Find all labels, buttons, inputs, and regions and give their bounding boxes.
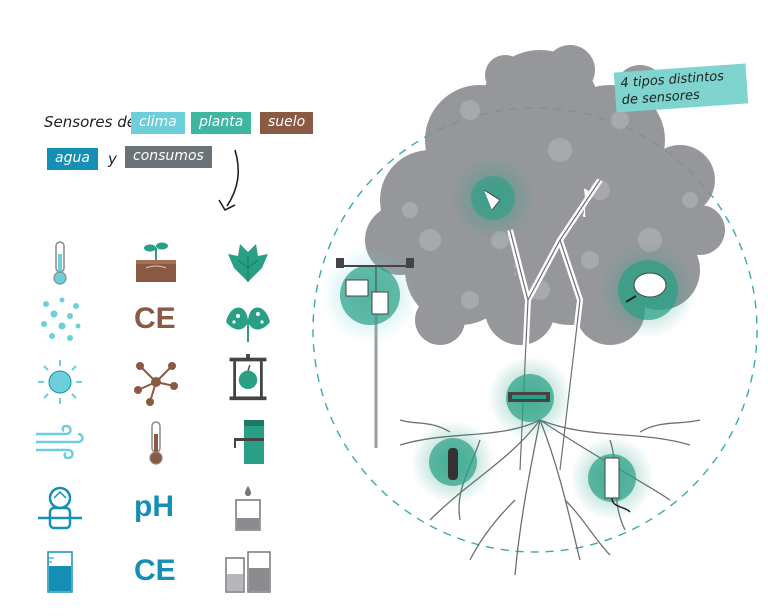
tag-planta: planta — [191, 112, 252, 134]
network-nodes-icon — [128, 358, 184, 406]
beakers-icon — [220, 548, 276, 596]
sun-icon — [32, 358, 88, 406]
legend-prefix: Sensores de — [44, 113, 136, 131]
tag-consumos: consumos — [125, 146, 212, 168]
fruit-press-icon — [220, 354, 276, 402]
tag-clima: clima — [131, 112, 185, 134]
arrow-down-icon — [218, 149, 240, 212]
wind-icon — [32, 418, 88, 466]
thermometer-icon — [32, 238, 88, 286]
ce-text: CE — [134, 554, 176, 587]
legend-connector: y — [108, 150, 117, 168]
ph-text: pH — [134, 490, 174, 523]
sensor-range-circle — [312, 107, 758, 553]
seedling-soil-icon — [128, 238, 184, 286]
tag-suelo: suelo — [260, 112, 314, 134]
stem-sensor-icon — [220, 418, 276, 466]
ce-text: CE — [134, 302, 176, 335]
spotted-leaf-icon — [220, 296, 276, 344]
tree-illustration — [312, 45, 758, 576]
weather-station-icon — [336, 258, 414, 315]
water-tank-icon — [32, 548, 88, 596]
soil-thermometer-icon — [128, 418, 184, 466]
beaker-drop-icon — [220, 484, 276, 532]
ivy-leaf-icon — [220, 238, 276, 286]
water-drops-icon — [32, 296, 88, 344]
tag-agua: agua — [47, 148, 98, 170]
water-meter-icon — [32, 484, 88, 532]
